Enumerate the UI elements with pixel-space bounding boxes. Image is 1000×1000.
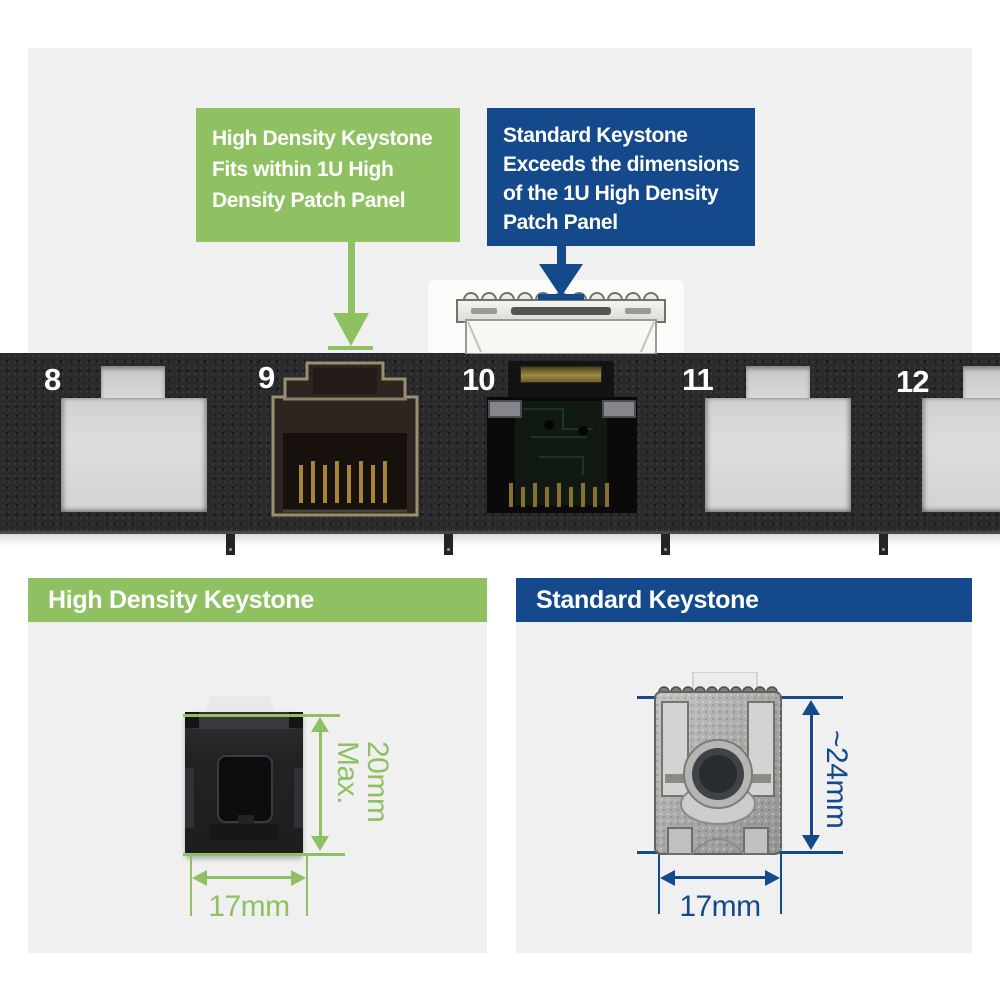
hd-keystone-body (185, 712, 303, 856)
callout-high-density: High Density Keystone Fits within 1U Hig… (196, 108, 460, 242)
port-number: 10 (462, 362, 495, 397)
tab-hole (447, 548, 450, 551)
panel-mounting-tab (661, 534, 670, 555)
tab-hole (664, 548, 667, 551)
empty-port-cutout-notch (101, 366, 165, 400)
callout-standard-line: Exceeds the dimensions (503, 153, 740, 176)
hd-height-label: 20mm Max. (331, 741, 394, 831)
hd-height-dimension-line (319, 726, 322, 840)
port-number: 11 (682, 362, 714, 397)
card-high-density-header: High Density Keystone (28, 578, 487, 622)
empty-port-cutout-notch (963, 366, 1000, 400)
std-width-extension-line (780, 854, 782, 914)
port-number: 8 (44, 362, 61, 397)
tab-hole (229, 548, 232, 551)
std-width-label: 17mm (679, 890, 761, 923)
empty-port-cutout-notch (746, 366, 810, 400)
hd-width-extension-line (190, 856, 192, 916)
std-height-arrow-up-icon (802, 700, 820, 715)
hd-keystone-top-clip (205, 696, 275, 716)
hd-height-extension-line (183, 714, 340, 717)
tab-hole (882, 548, 885, 551)
hd-height-arrow-down-icon (311, 836, 329, 851)
blue-datum-line (538, 294, 584, 300)
hd-height-extension-line (183, 853, 345, 856)
port-number: 9 (258, 360, 275, 395)
hd-width-extension-line (306, 856, 308, 916)
hd-width-arrow-left-icon (192, 870, 207, 886)
callout-high-density-title: High Density Keystone (212, 127, 433, 150)
std-width-dimension-line (672, 876, 768, 879)
panel-bottom-edge (0, 531, 1000, 534)
hd-keystone-opening (217, 755, 273, 823)
std-width-extension-line (658, 854, 660, 914)
hd-width-label: 17mm (208, 890, 290, 923)
hd-height-value: 20mm (361, 741, 394, 823)
panel-mounting-tab (444, 534, 453, 555)
standard-jack-brass-tab (520, 366, 602, 383)
hd-keystone-latch-bar (209, 824, 279, 840)
high-density-jack-port-9 (271, 361, 419, 517)
standard-keystone-body (654, 672, 782, 855)
hd-width-arrow-right-icon (291, 870, 306, 886)
hd-width-dimension-line (204, 876, 294, 879)
std-width-arrow-left-icon (660, 870, 675, 886)
hd-keystone-top-detail (193, 717, 295, 729)
port-number: 12 (896, 364, 929, 399)
green-down-arrow-icon (333, 313, 369, 346)
empty-port-cutout (705, 398, 851, 512)
green-datum-line (328, 346, 373, 350)
empty-port-cutout (922, 398, 1000, 512)
hd-keystone-side-latch (294, 768, 303, 828)
blue-down-arrow-icon (539, 264, 583, 297)
empty-port-cutout (61, 398, 207, 512)
callout-standard-line: Patch Panel (503, 211, 618, 234)
hd-height-arrow-up-icon (311, 717, 329, 732)
std-height-arrow-down-icon (802, 835, 820, 850)
hd-keystone-opening-notch (238, 815, 254, 823)
std-height-dimension-line (810, 708, 813, 842)
hd-height-qualifier: Max. (331, 741, 364, 805)
panel-drop-shadow (0, 534, 1000, 546)
callout-high-density-line: Density Patch Panel (212, 189, 406, 212)
blue-arrow-stem (557, 245, 566, 265)
std-width-arrow-right-icon (765, 870, 780, 886)
callout-high-density-line: Fits within 1U High (212, 158, 394, 181)
std-height-label: ~24mm (820, 730, 853, 829)
panel-mounting-tab (226, 534, 235, 555)
callout-standard: Standard Keystone Exceeds the dimensions… (487, 108, 755, 246)
callout-standard-title: Standard Keystone (503, 124, 688, 147)
callout-standard-line: of the 1U High Density (503, 182, 719, 205)
green-arrow-stem (348, 241, 355, 315)
standard-jack-port-10 (487, 397, 637, 513)
hd-keystone-side-latch (185, 768, 194, 828)
card-standard-header: Standard Keystone (516, 578, 972, 622)
standard-keystone-protruding-cap (456, 292, 666, 354)
panel-mounting-tab (879, 534, 888, 555)
